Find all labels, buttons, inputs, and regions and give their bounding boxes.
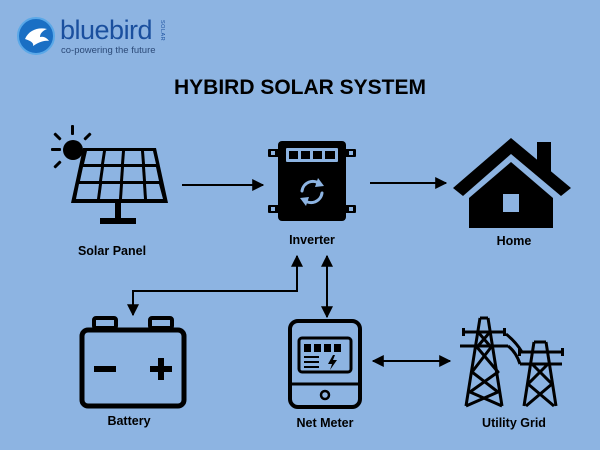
power-tower-icon xyxy=(460,316,564,408)
diagram-title: HYBIRD SOLAR SYSTEM xyxy=(173,76,427,99)
brand-name: bluebird xyxy=(60,15,153,45)
house-icon xyxy=(453,138,571,228)
battery-icon xyxy=(79,316,187,409)
brand-vertical-text: SOLAR xyxy=(159,20,165,42)
inverter-icon xyxy=(268,141,356,221)
label-solar-panel: Solar Panel xyxy=(77,244,147,258)
brand-tagline: co-powering the future xyxy=(61,45,156,56)
label-net-meter: Net Meter xyxy=(296,416,354,430)
label-home: Home xyxy=(496,234,532,248)
label-inverter: Inverter xyxy=(289,233,335,247)
bird-logo-icon xyxy=(17,17,55,55)
edge-inverter-battery xyxy=(127,254,303,317)
label-utility-grid: Utility Grid xyxy=(482,416,546,430)
brand-logo: bluebird co-powering the future SOLAR xyxy=(16,14,166,58)
label-battery: Battery xyxy=(107,414,151,428)
solar-panel-icon xyxy=(51,125,168,224)
electric-meter-icon xyxy=(288,319,362,409)
